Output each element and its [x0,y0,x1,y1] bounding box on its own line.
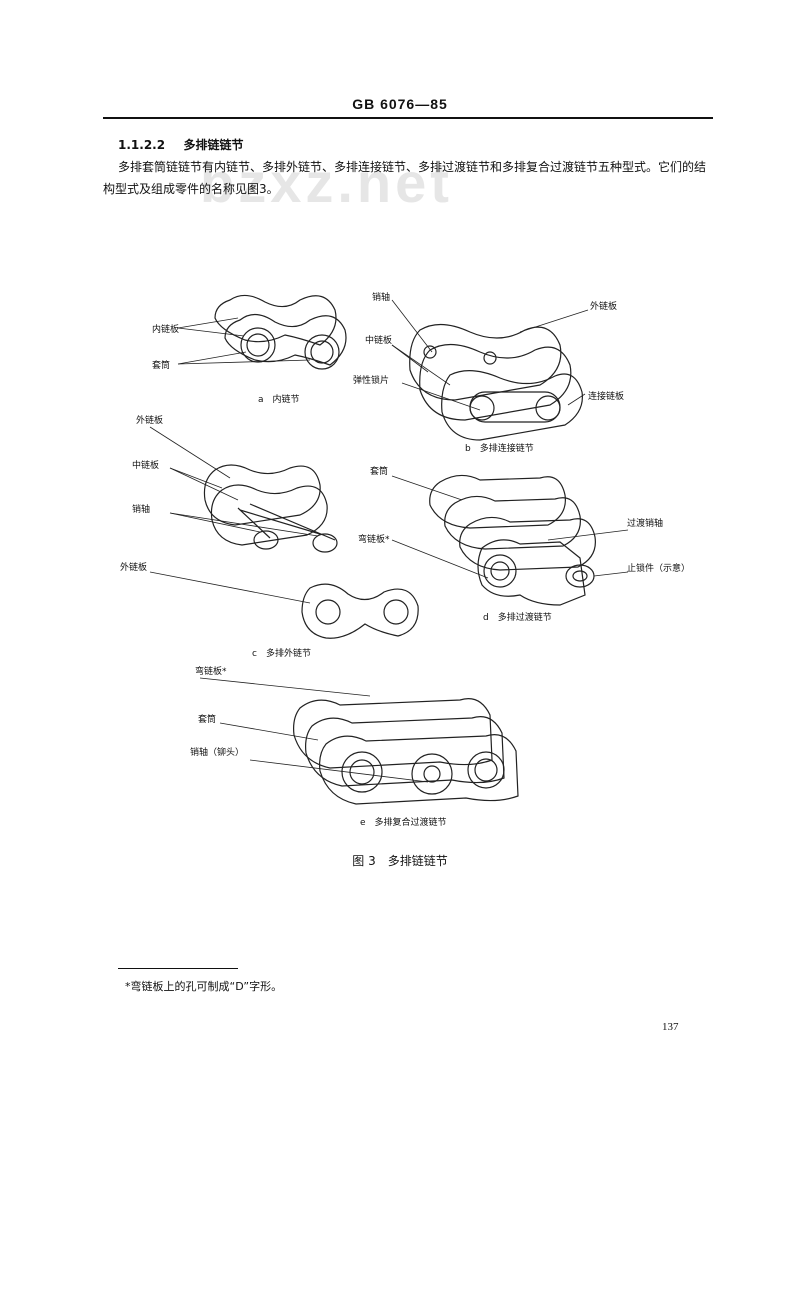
label-c-outer-plate: 外链板 [136,416,164,426]
label-b-outer-plate: 外链板 [590,302,618,312]
caption-a: a 内链节 [258,395,300,405]
label-b-pin: 销轴 [372,293,391,303]
label-c-outer-plate-2: 外链板 [120,563,148,573]
subfigure-e-drawing [293,698,519,805]
subfigure-a-drawing [214,294,347,370]
caption-b: b 多排连接链节 [465,444,534,454]
label-d-transition-pin: 过渡销轴 [627,519,664,529]
label-b-spring-clip: 弹性锁片 [353,376,390,386]
header-rule [103,117,713,119]
section-heading: 1.1.2.2 多排链链节 [118,136,243,153]
label-a-bushing: 套筒 [152,361,171,371]
subfigure-b-leaders [391,299,589,411]
label-d-locking-part: 止锁件（示意） [627,564,691,574]
label-e-bent-plate: 弯链板* [195,667,227,677]
subfigure-d-drawing [429,474,596,606]
section-number: 1.1.2.2 [118,138,166,152]
label-c-pin: 销轴 [132,505,151,515]
caption-d: d 多排过渡链节 [483,613,552,623]
subfigure-d-leaders [391,475,629,579]
caption-c: c 多排外链节 [252,649,311,659]
subfigure-c-leaders [149,426,319,604]
standard-header: GB 6076—85 [352,96,448,112]
subfigure-b-drawing [409,323,583,441]
subfigure-e-leaders [199,677,429,783]
figure-caption: 图 3 多排链链节 [352,854,448,868]
watermark: bzxz.net [200,151,453,214]
label-d-bushing: 套筒 [370,467,389,477]
label-a-inner-plate: 内链板 [152,325,180,335]
caption-e: e 多排复合过渡链节 [360,818,447,828]
section-title: 多排链链节 [183,138,244,152]
footnote-rule [118,968,238,969]
section-paragraph: 多排套筒链链节有内链节、多排外链节、多排连接链节、多排过渡链节和多排复合过渡链节… [103,160,707,196]
subfigure-c-drawing [203,464,419,639]
label-e-riveted-pin: 销轴（铆头） [190,748,245,758]
label-e-bushing: 套筒 [198,715,217,725]
page-number: 137 [662,1021,679,1033]
label-c-middle-plate: 中链板 [132,461,160,471]
label-d-bent-plate: 弯链板* [358,535,390,545]
subfigure-a-leaders [177,317,311,365]
label-b-middle-plate: 中链板 [365,336,393,346]
footnote: *弯链板上的孔可制成“D”字形。 [125,980,283,993]
label-b-connecting-plate: 连接链板 [588,392,625,402]
